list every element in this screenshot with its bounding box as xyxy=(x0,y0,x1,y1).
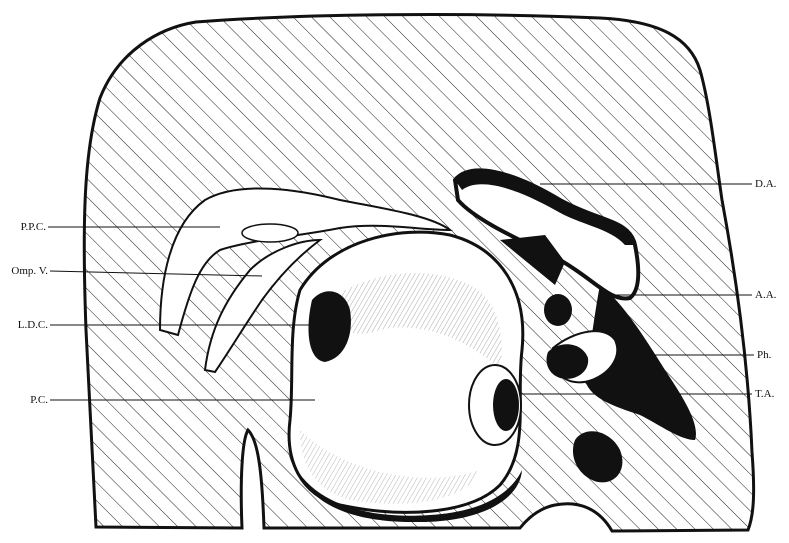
label-ph: Ph. xyxy=(757,350,771,361)
truncus-lumen xyxy=(493,379,519,431)
label-ldc: L.D.C. xyxy=(12,320,48,331)
label-aa: A.A. xyxy=(755,290,776,301)
label-ppc: P.P.C. xyxy=(10,222,46,233)
label-da: D.A. xyxy=(755,179,776,190)
label-ta: T.A. xyxy=(755,389,774,400)
label-pc: P.C. xyxy=(12,395,48,406)
posterior-pericardial-lumen xyxy=(242,224,298,242)
label-ompv: Omp. V. xyxy=(4,266,48,277)
aortic-arch-lumen xyxy=(544,294,572,326)
